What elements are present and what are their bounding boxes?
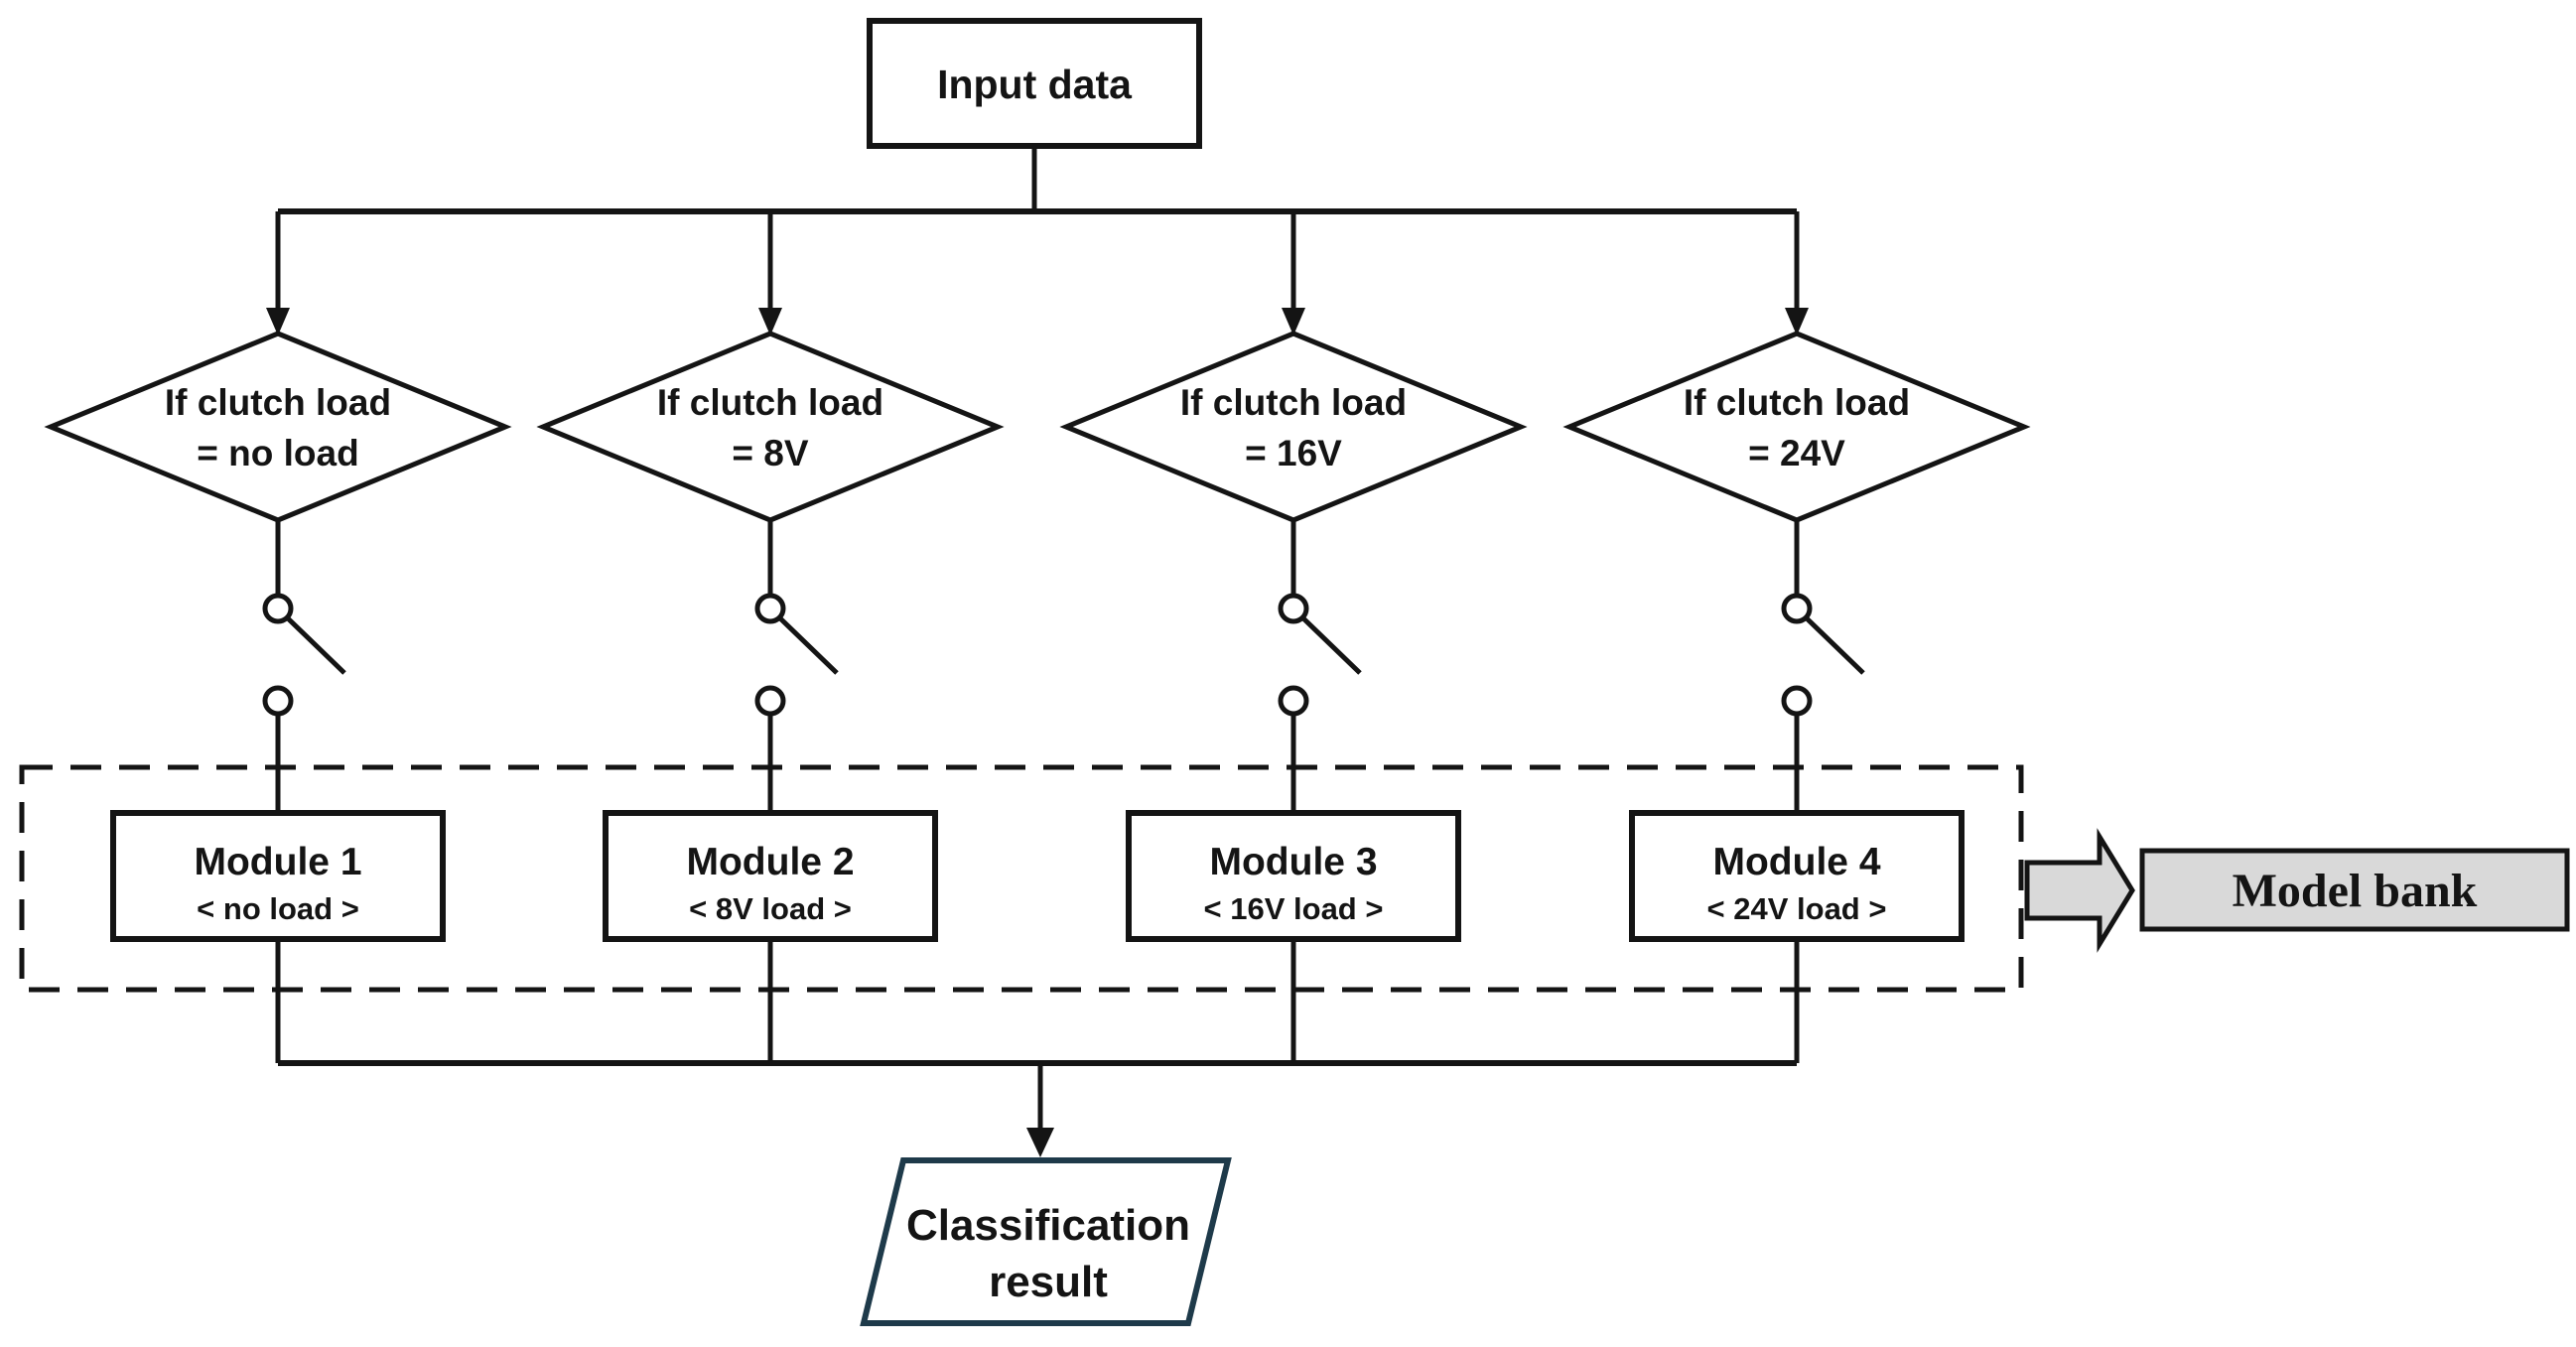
switch-icon <box>1781 520 1865 813</box>
column-4: If clutch load = 24V Module 4 < 24V load… <box>1562 211 2031 1063</box>
arrow-down-icon <box>266 308 290 336</box>
switch-lever-line <box>778 616 839 675</box>
module-name-label: Module 3 <box>1209 841 1377 883</box>
column-2: If clutch load = 8V Module 2 < 8V load > <box>536 211 1005 1063</box>
module-load-label: < no load > <box>197 891 359 926</box>
decision-label-line1: If clutch load <box>165 382 391 423</box>
switch-icon <box>262 520 346 813</box>
arrow-down-icon <box>758 308 782 336</box>
module-box <box>603 810 938 942</box>
module-name-label: Module 1 <box>194 841 361 883</box>
column-3: If clutch load = 16V Module 3 < 16V load… <box>1059 211 1528 1063</box>
module-name-label: Module 4 <box>1712 841 1880 883</box>
switch-icon <box>754 520 839 813</box>
classification-label-line1: Classification <box>906 1201 1190 1250</box>
decision-label-line2: = 8V <box>732 433 808 473</box>
switch-lever-line <box>1805 616 1865 675</box>
module-load-label: < 16V load > <box>1204 891 1384 926</box>
module-load-label: < 8V load > <box>689 891 852 926</box>
classification-label-line2: result <box>989 1258 1108 1306</box>
switch-contact-circle <box>262 685 294 717</box>
decision-diamond <box>1562 331 2031 523</box>
arrow-down-icon <box>1282 308 1305 336</box>
arrow-down-icon <box>1026 1128 1054 1157</box>
module-box <box>1126 810 1461 942</box>
switch-pivot-circle <box>262 593 294 624</box>
module-name-label: Module 2 <box>686 841 854 883</box>
switch-icon <box>1278 520 1362 813</box>
module-bank-dashed-container <box>19 764 2024 993</box>
switch-contact-circle <box>754 685 786 717</box>
switch-contact-circle <box>1781 685 1813 717</box>
module-box <box>1629 810 1965 942</box>
model-bank-label: Model bank <box>2233 865 2478 917</box>
column-1: If clutch load = no load Module 1 < no l… <box>44 211 512 1063</box>
switch-pivot-circle <box>1278 593 1309 624</box>
decision-diamond <box>44 331 512 523</box>
decision-label-line2: = 16V <box>1245 433 1342 473</box>
decision-label-line1: If clutch load <box>1684 382 1910 423</box>
switch-contact-circle <box>1278 685 1309 717</box>
switch-lever-line <box>286 616 346 675</box>
decision-label-line2: = 24V <box>1748 433 1845 473</box>
module-load-label: < 24V load > <box>1707 891 1887 926</box>
decision-diamond <box>536 331 1005 523</box>
switch-pivot-circle <box>1781 593 1813 624</box>
decision-label-line2: = no load <box>197 433 358 473</box>
input-data-label: Input data <box>937 62 1133 107</box>
switch-lever-line <box>1301 616 1362 675</box>
block-arrow-right-icon <box>2024 828 2135 953</box>
switch-pivot-circle <box>754 593 786 624</box>
classification-parallelogram <box>860 1157 1232 1326</box>
decision-diamond <box>1059 331 1528 523</box>
model-bank-box <box>2139 848 2570 932</box>
decision-label-line1: If clutch load <box>1180 382 1407 423</box>
decision-label-line1: If clutch load <box>657 382 883 423</box>
arrow-down-icon <box>1785 308 1809 336</box>
